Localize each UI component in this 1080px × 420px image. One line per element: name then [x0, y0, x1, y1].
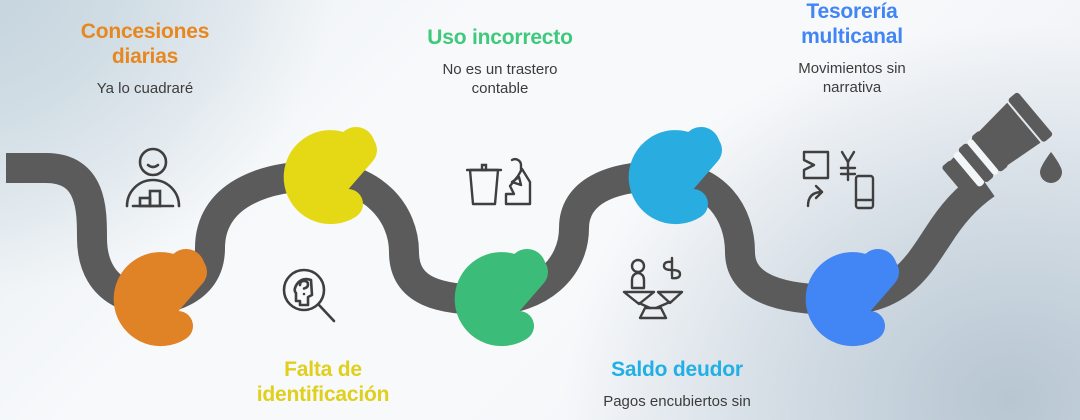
knot-cyan: [628, 127, 722, 225]
person-chart-icon: [118, 146, 188, 210]
label-saldo-deudor: Saldo deudor Pagos encubiertos sin: [522, 358, 832, 411]
trash-discard-icon: [466, 152, 534, 210]
label-title-saldo: Saldo deudor: [611, 358, 743, 381]
label-title-falta: Falta de identificación: [256, 358, 390, 406]
label-tesoreria-multicanal: Tesorería multicanal Movimientos sin nar…: [722, 0, 982, 97]
label-falta-identificacion: Falta de identificación: [178, 358, 468, 417]
magnifier-head-question-icon: [278, 266, 340, 328]
label-title-uso: Uso incorrecto: [427, 26, 573, 49]
balance-scale-money-icon: [616, 256, 684, 320]
label-uso-incorrecto: Uso incorrecto No es un trastero contabl…: [370, 26, 630, 98]
water-drop-icon: [1040, 152, 1062, 183]
label-title-tesoreria: Tesorería multicanal: [801, 0, 903, 48]
knot-blue: [805, 249, 899, 347]
label-subtitle-tesoreria: Movimientos sin narrativa: [798, 59, 906, 96]
label-title-concesiones: Concesiones diarias: [80, 20, 210, 68]
knot-green: [454, 249, 548, 347]
label-subtitle-saldo: Pagos encubiertos sin: [603, 392, 751, 410]
wallet-phone-transfer-icon: [800, 148, 876, 210]
label-subtitle-uso: No es un trastero contable: [442, 60, 558, 97]
hose-nozzle-icon: [942, 92, 1053, 196]
knot-yellow: [283, 127, 377, 225]
label-subtitle-concesiones: Ya lo cuadraré: [96, 79, 194, 97]
label-concesiones-diarias: Concesiones diarias Ya lo cuadraré: [20, 20, 270, 98]
knot-orange: [113, 249, 207, 347]
